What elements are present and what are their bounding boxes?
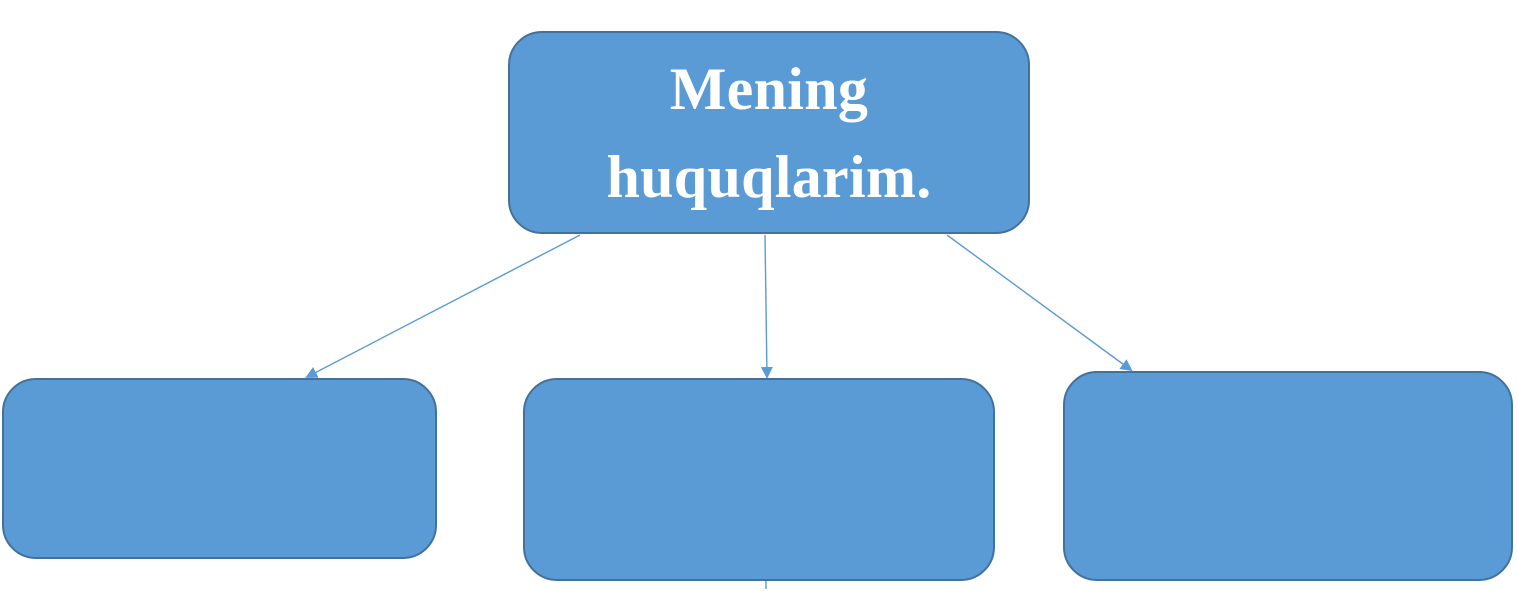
- root-topic-title: Mening huquqlarim.: [606, 55, 932, 210]
- middle-child-box: [523, 378, 995, 581]
- connector-root-to-middle-box: [760, 234, 773, 379]
- root-topic-box: Mening huquqlarim.: [508, 31, 1030, 234]
- right-child-box: [1063, 371, 1513, 581]
- connector-root-to-left-box: [305, 234, 581, 378]
- left-child-box: [2, 378, 437, 559]
- connector-root-to-right-box: [946, 234, 1133, 372]
